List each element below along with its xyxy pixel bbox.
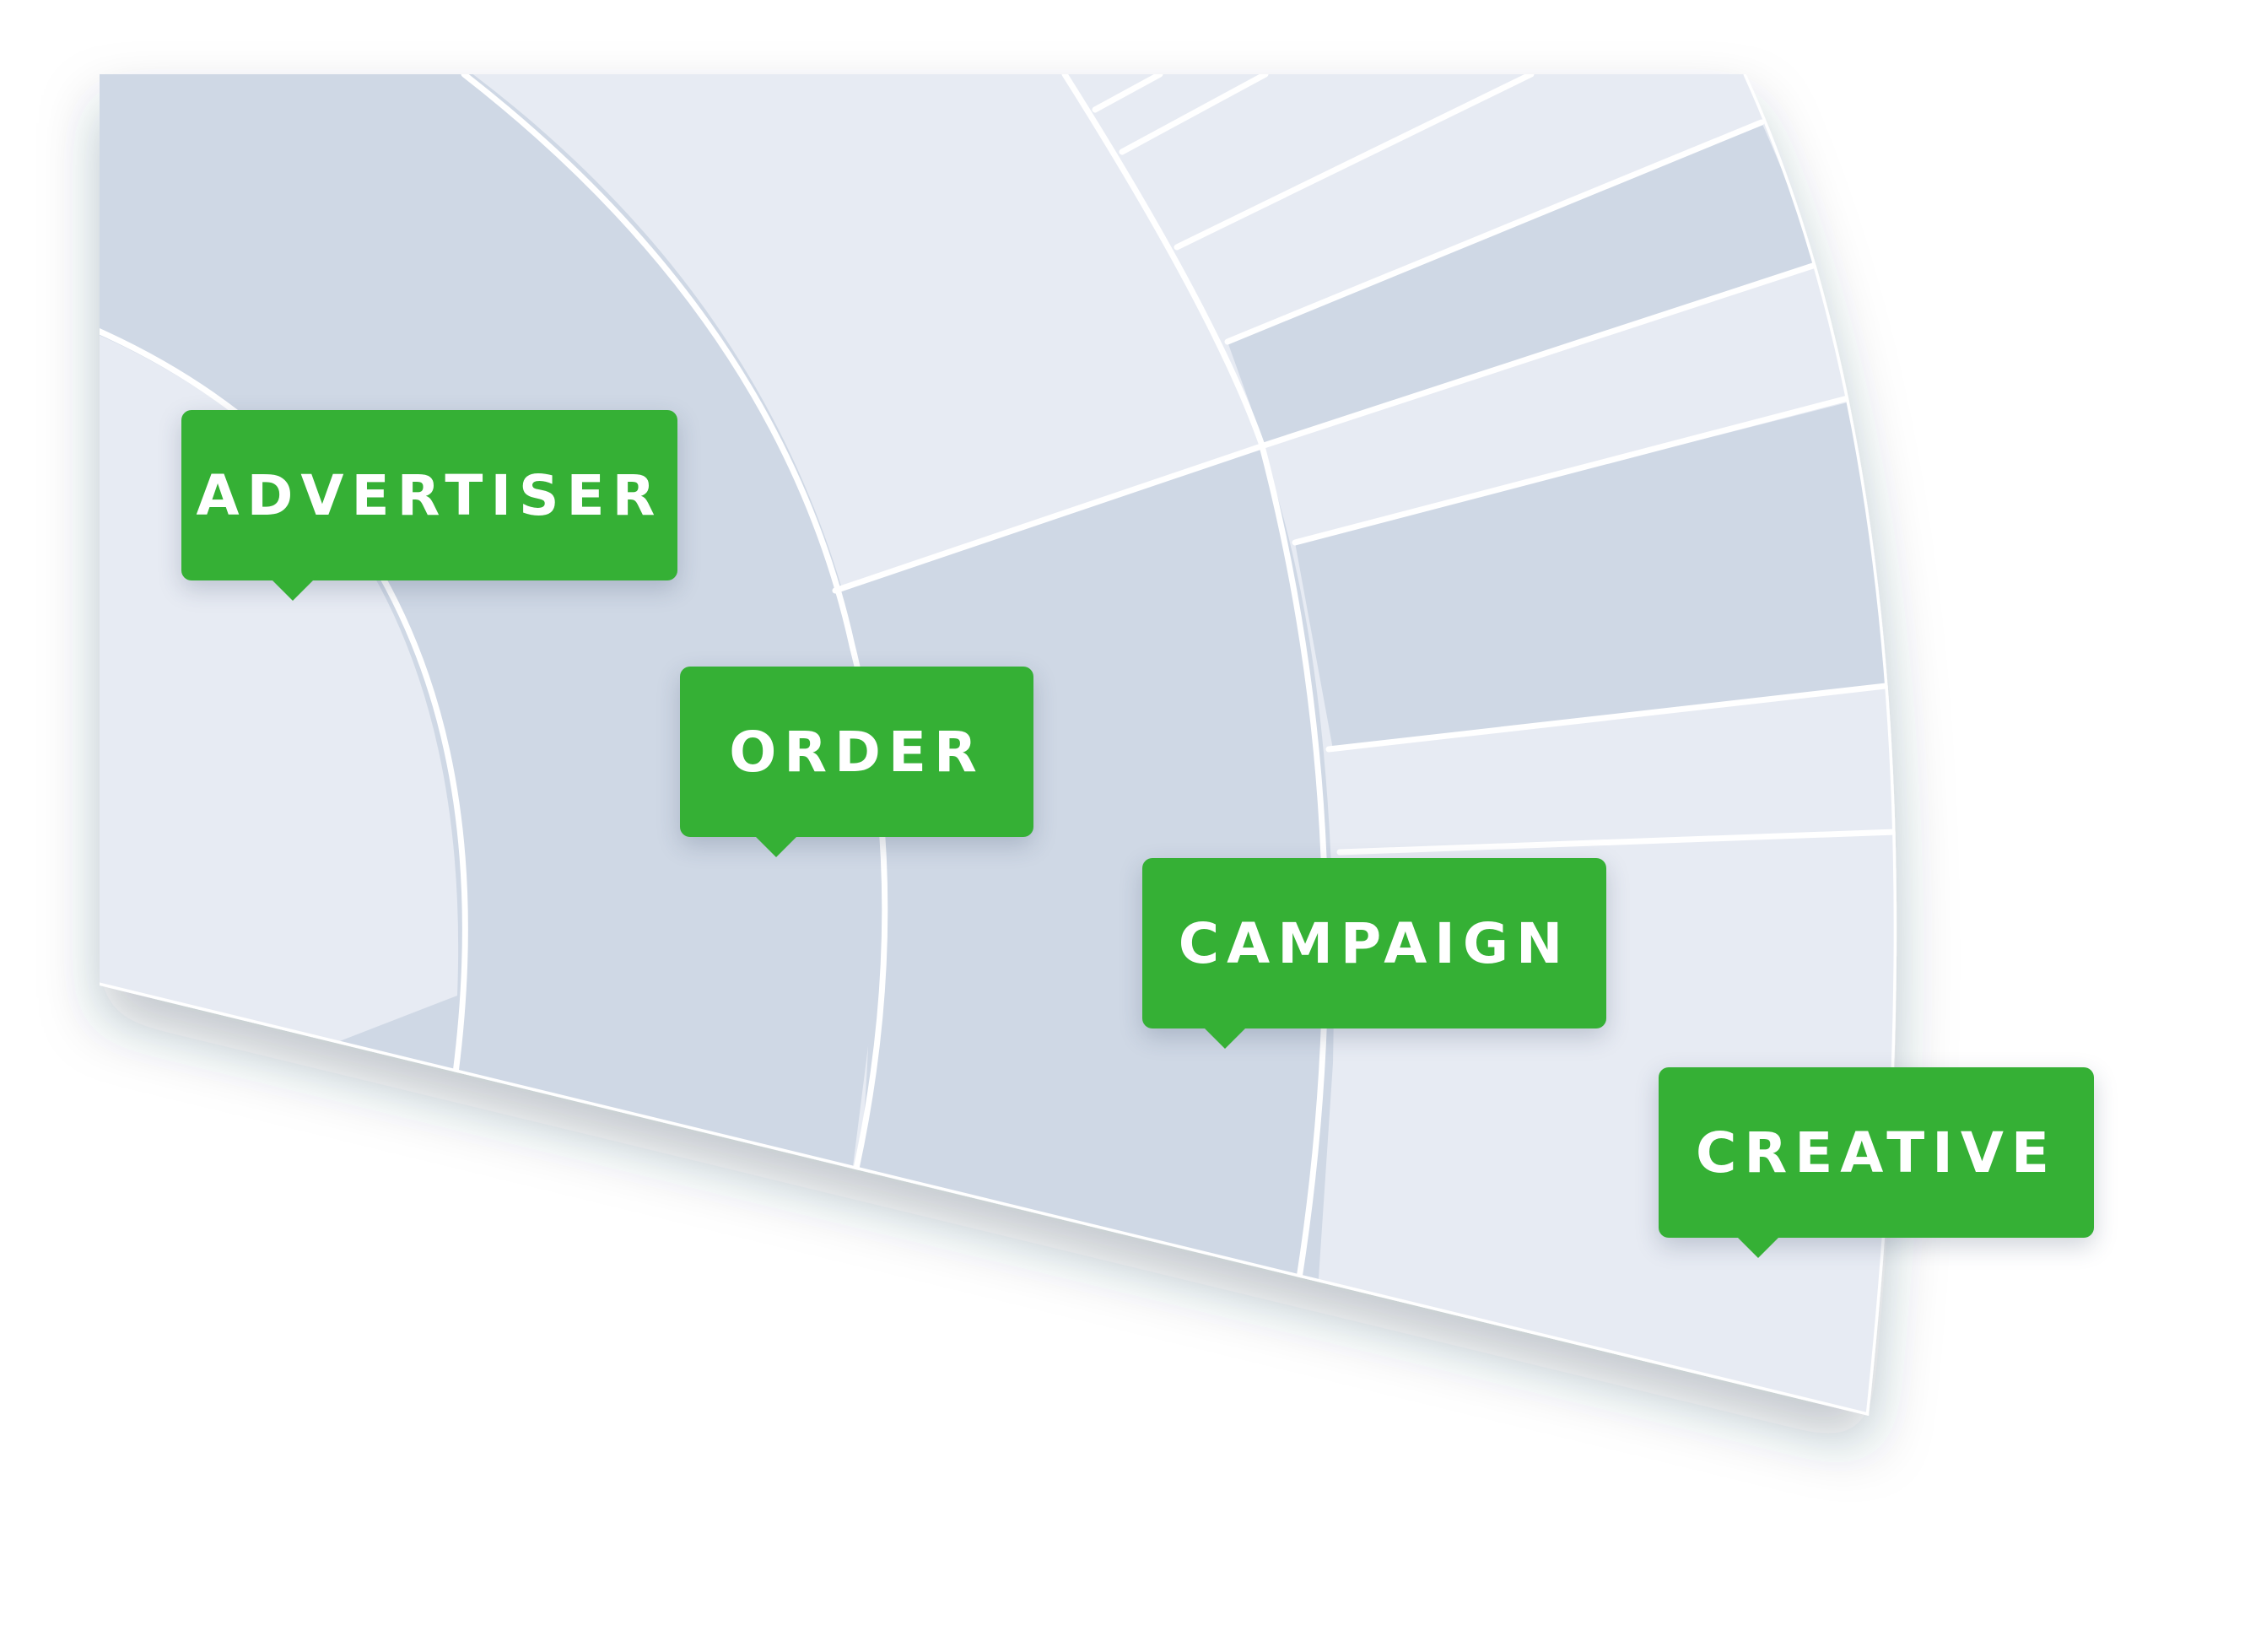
ring-advertiser-band	[100, 300, 459, 1173]
radial-divider-8	[1119, 74, 1269, 155]
panel-bottom-edge	[100, 982, 1872, 1416]
radial-divider-7	[1174, 74, 1535, 251]
radial-divider-1	[832, 442, 1267, 594]
sector-campaign-dark	[835, 447, 1334, 1316]
creative-label: CREATIVE	[1695, 1120, 2058, 1185]
radial-divider-6	[1224, 119, 1765, 345]
order-label: ORDER	[729, 719, 985, 785]
arc-campaign-creative	[1061, 74, 1329, 1282]
radial-divider-9	[1092, 74, 1163, 113]
radial-divider-5	[1336, 828, 1897, 856]
campaign-callout: CAMPAIGN	[1142, 858, 1606, 1049]
sector-creative-dark-1	[1228, 122, 1818, 443]
order-callout: ORDER	[680, 667, 1033, 857]
advertiser-callout: ADVERTISER	[181, 410, 677, 601]
radial-divider-4	[1325, 680, 1897, 753]
radial-divider-3	[1292, 393, 1858, 546]
arc-order-campaign	[461, 74, 888, 1172]
creative-callout: CREATIVE	[1659, 1067, 2094, 1258]
campaign-label: CAMPAIGN	[1178, 910, 1571, 976]
sector-creative-dark-2	[1295, 401, 1897, 749]
advertiser-label: ADVERTISER	[196, 462, 663, 528]
radial-divider-2	[1260, 261, 1821, 449]
